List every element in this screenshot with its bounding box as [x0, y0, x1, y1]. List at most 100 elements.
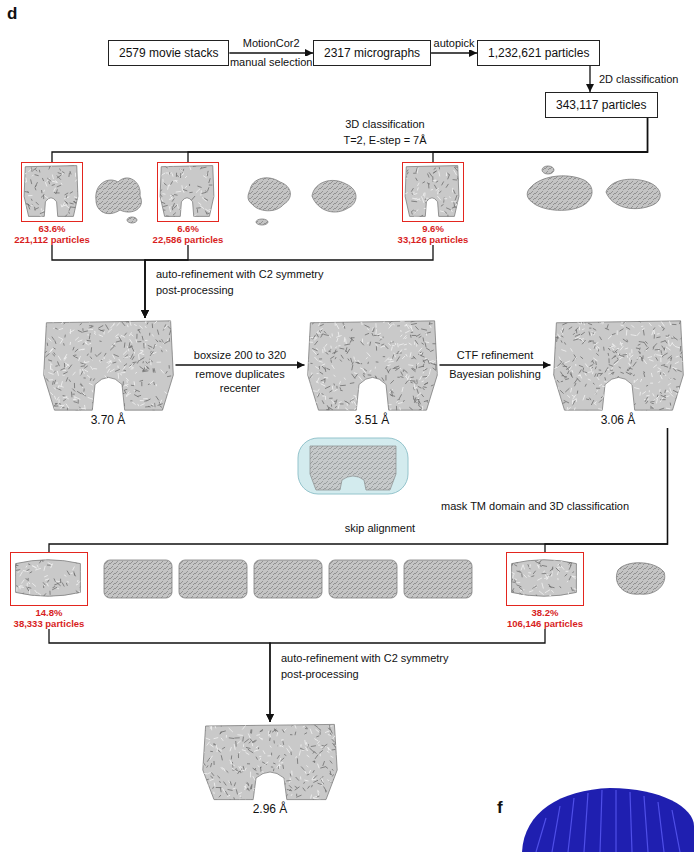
density-grain [683, 394, 684, 400]
density-grain [355, 396, 357, 401]
density-grain [48, 179, 52, 182]
density-grain [300, 777, 301, 780]
density-grain [33, 168, 37, 171]
density-grain [574, 379, 577, 384]
density-grain [451, 210, 452, 213]
density-grain [326, 320, 330, 322]
flow-connector [545, 428, 668, 552]
density-grain [417, 386, 421, 388]
density-grain [109, 360, 112, 364]
density-grain [45, 353, 49, 357]
density-grain [545, 590, 550, 593]
density-grain [160, 350, 162, 352]
density-grain [316, 333, 318, 337]
density-grain [429, 369, 430, 375]
density-grain [170, 194, 173, 196]
density-grain [602, 386, 606, 388]
density-grain [165, 350, 167, 352]
density-grain [84, 342, 88, 345]
density-grain [144, 343, 146, 347]
density-grain [337, 332, 339, 337]
density-grain [324, 344, 326, 347]
density-grain [182, 212, 187, 214]
density-grain [592, 342, 595, 343]
density-grain [127, 346, 129, 351]
density-grain [558, 578, 559, 580]
density-grain [565, 574, 567, 576]
density-grain [413, 194, 417, 196]
density-grain [210, 779, 214, 781]
density-grain [316, 354, 318, 355]
density-grain [306, 323, 308, 326]
density-grain [364, 399, 369, 401]
density-grain [630, 360, 632, 364]
density-grain [563, 376, 566, 377]
density-grain [333, 375, 335, 377]
density-grain [44, 566, 45, 571]
density-grain [510, 572, 515, 575]
density-grain [67, 583, 68, 586]
density-grain [61, 322, 63, 324]
density-grain [16, 570, 21, 572]
density-grain [61, 205, 63, 208]
density-grain [26, 178, 28, 182]
density-grain [596, 374, 598, 377]
density-grain [659, 389, 660, 391]
density-surface [161, 166, 215, 217]
density-grain [576, 321, 580, 324]
density-grain [632, 404, 634, 405]
density-grain [441, 205, 444, 207]
density-grain [589, 340, 594, 341]
density-grain [305, 408, 307, 411]
density-grain [128, 319, 129, 322]
density-grain [660, 341, 665, 343]
density-grain [134, 324, 136, 325]
density-grain [105, 383, 110, 385]
density-grain [561, 350, 566, 352]
density-grain [145, 340, 147, 341]
density-grain [149, 360, 151, 366]
density-surface [307, 321, 437, 410]
density-grain [607, 336, 611, 340]
density-grain [580, 320, 582, 324]
density-grain [40, 560, 42, 563]
density-grain [58, 356, 61, 361]
density-grain [163, 179, 164, 184]
density-grain [273, 798, 275, 801]
density-grain [53, 387, 55, 389]
density-grain [123, 364, 126, 366]
density-grain [431, 203, 435, 205]
density-grain [69, 379, 71, 381]
density-grain [682, 401, 683, 407]
density-grain [593, 345, 595, 348]
density-grain [413, 387, 417, 390]
density-grain [573, 590, 575, 592]
density-grain [75, 337, 79, 340]
density-grain [444, 199, 447, 200]
density-grain [291, 794, 292, 796]
density-grain [597, 349, 598, 351]
density-grain [404, 193, 405, 196]
density-grain [595, 347, 597, 351]
density-grain [619, 346, 622, 350]
density-grain [567, 581, 568, 583]
density-grain [672, 337, 677, 340]
density-grain [377, 390, 379, 394]
density-grain [400, 335, 402, 337]
density-grain [88, 333, 90, 339]
density-grain [649, 407, 653, 408]
density-grain [617, 358, 618, 360]
density-grain [589, 398, 591, 400]
density-grain [123, 355, 128, 358]
density-grain [582, 368, 584, 372]
density-grain [643, 359, 646, 364]
class-slab [254, 560, 322, 598]
density-grain [154, 345, 156, 346]
density-grain [552, 572, 554, 577]
density-grain [567, 395, 570, 397]
density-grain [514, 599, 517, 602]
density-grain [354, 360, 356, 362]
density-grain [587, 371, 591, 373]
density-grain [60, 405, 64, 409]
density-grain [389, 358, 392, 361]
